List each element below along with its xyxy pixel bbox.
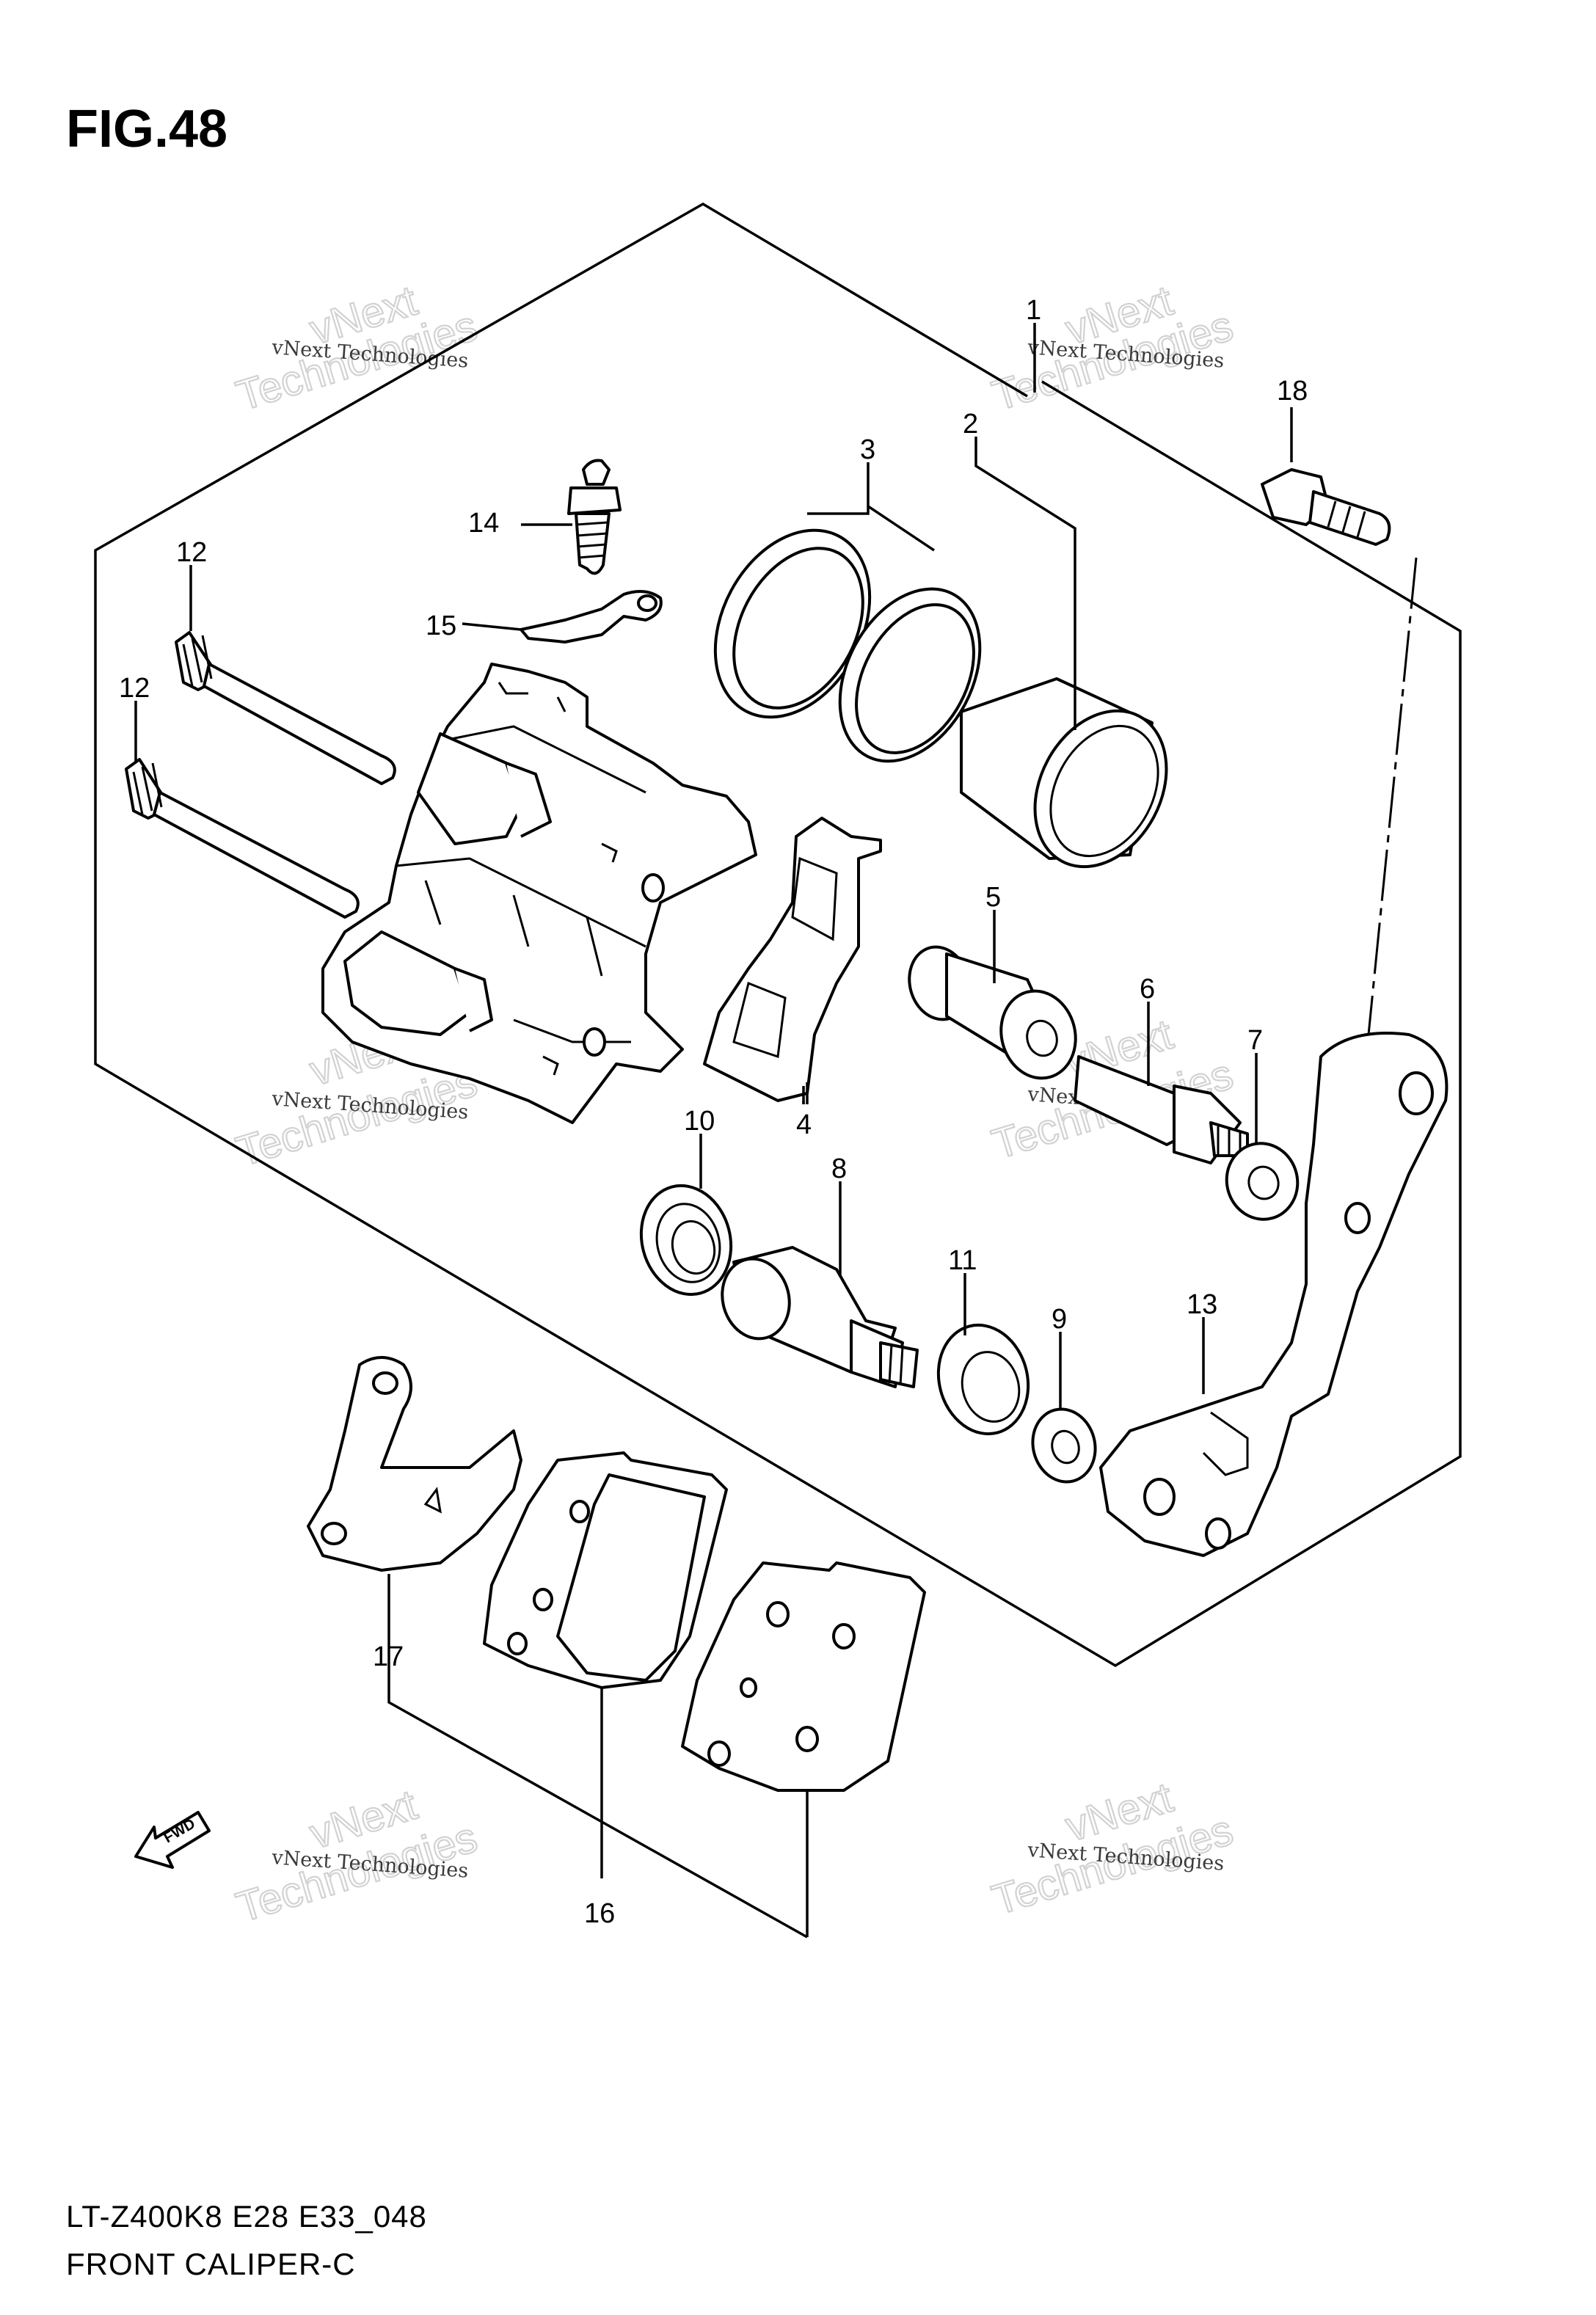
watermark-top-left: vNext Technologies vNext Technologies	[230, 276, 484, 421]
pad-shim	[307, 1356, 522, 1572]
mounting-bolt	[1261, 468, 1391, 546]
callout-8: 8	[831, 1153, 847, 1184]
callout-7: 7	[1247, 1025, 1263, 1056]
slide-pin-upper	[175, 631, 396, 785]
callout-9: 9	[1052, 1304, 1067, 1335]
model-code: LT-Z400K8 E28 E33_048	[66, 2199, 427, 2234]
watermark-bottom-right: vNext Technologies vNext Technologies	[986, 1773, 1239, 1925]
callout-1: 1	[1026, 295, 1041, 326]
pin-boot-small	[639, 1184, 733, 1297]
callout-6: 6	[1140, 974, 1155, 1005]
brake-pad-front	[483, 1451, 728, 1689]
watermark-bottom-left: vNext Technologies vNext Technologies	[230, 1780, 484, 1933]
callout-10: 10	[684, 1106, 715, 1137]
callout-16: 16	[584, 1898, 615, 1929]
diagram-caption: FRONT CALIPER-C	[66, 2247, 356, 2281]
callout-13: 13	[1187, 1289, 1217, 1320]
callout-11: 11	[948, 1245, 977, 1276]
callout-5: 5	[985, 882, 1001, 913]
washer-upper	[1225, 1142, 1300, 1221]
caliper-body	[321, 663, 757, 1124]
washer-lower	[1031, 1407, 1097, 1484]
pin-boot-upper	[908, 945, 1077, 1080]
callout-12-lower: 12	[119, 673, 150, 704]
pad-spring	[703, 817, 882, 1102]
callout-14: 14	[468, 508, 499, 539]
bleeder-cap	[520, 590, 663, 644]
callout-15: 15	[426, 610, 456, 641]
callouts: 1 2 3 4 5 6 7 8 9 10 11 12 12 13 14 15 1…	[119, 295, 1308, 1929]
callout-3: 3	[860, 434, 875, 465]
callout-2: 2	[963, 409, 978, 440]
callout-18: 18	[1277, 376, 1308, 407]
brake-pad-rear	[681, 1561, 926, 1792]
assembly-frame	[94, 202, 1462, 1668]
callout-12-upper: 12	[176, 537, 207, 568]
callout-4: 4	[796, 1109, 812, 1140]
leader-lines	[134, 323, 1418, 1939]
slide-pin-lower	[125, 758, 360, 919]
figure-title: FIG.48	[66, 100, 227, 158]
watermark-top-right: vNext Technologies vNext Technologies	[986, 276, 1239, 421]
pin-boot-lower	[936, 1323, 1030, 1436]
piston-seal-inner	[838, 587, 982, 763]
callout-17: 17	[373, 1641, 404, 1672]
slide-pin-bottom	[721, 1246, 919, 1388]
fwd-arrow-icon: FWD	[134, 1811, 211, 1869]
caliper-piston	[960, 677, 1168, 869]
bleeder-screw	[567, 459, 622, 575]
caliper-bracket	[1099, 1032, 1449, 1557]
